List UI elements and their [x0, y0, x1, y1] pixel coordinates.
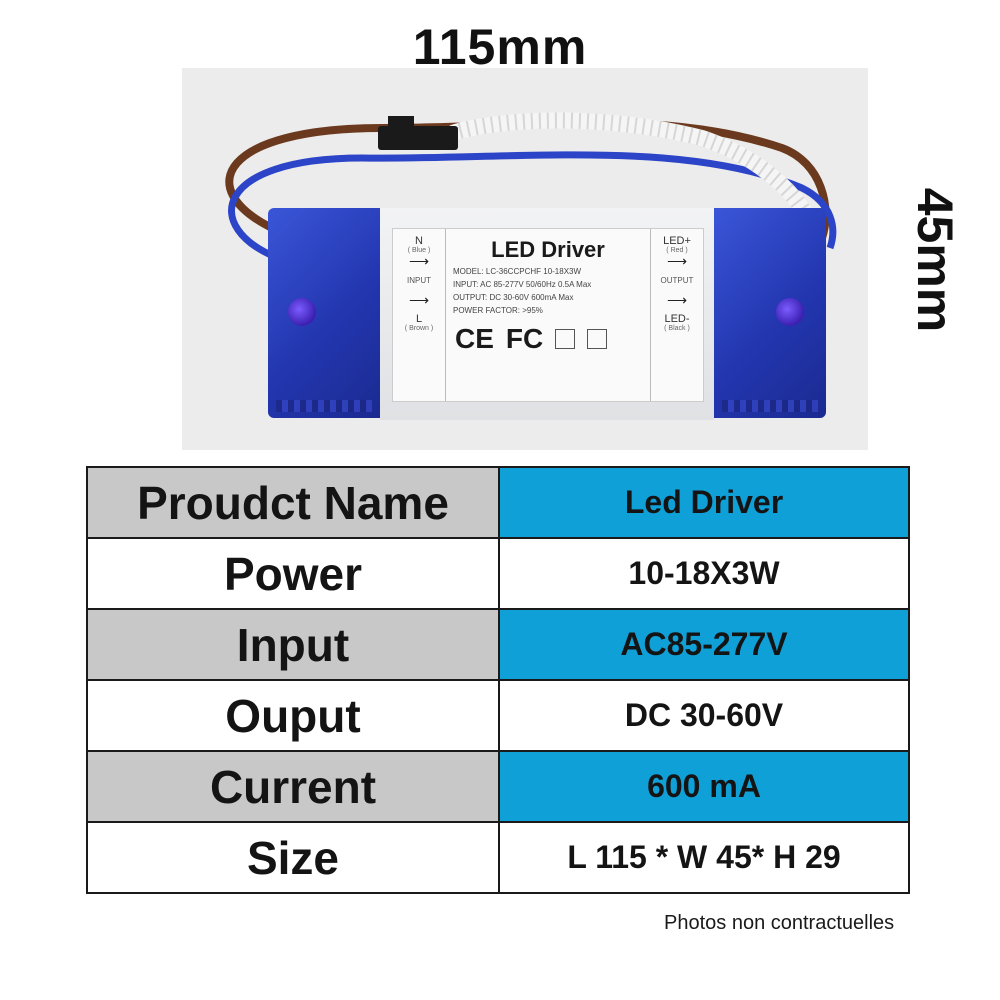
label-title: LED Driver [491, 237, 605, 262]
driver-label-panel: N ( Blue ) ⟶ INPUT ⟶ L ( Brown ) LED Dri… [380, 208, 714, 420]
housing-right-cap [714, 208, 826, 418]
spec-key: Size [86, 821, 500, 894]
output-section-label: OUTPUT [660, 276, 694, 285]
spec-value: 600 mA [498, 750, 910, 823]
output-terminal-column: LED+ ( Red ) ⟶ OUTPUT ⟶ LED- ( Black ) [650, 229, 703, 401]
certification-marks: CE FC [455, 323, 647, 355]
cables-icon [225, 112, 837, 262]
product-photo: N ( Blue ) ⟶ INPUT ⟶ L ( Brown ) LED Dri… [182, 68, 868, 450]
table-row: Input AC85-277V [86, 608, 910, 681]
l-terminal-label: L [415, 313, 423, 325]
n-terminal-color: ( Blue ) [407, 247, 431, 254]
safety-mark-icon [555, 329, 576, 349]
label-output: OUTPUT: DC 30-60V 600mA Max [453, 293, 574, 302]
led-negative-color: ( Black ) [664, 325, 690, 332]
housing-left-cap [268, 208, 380, 418]
spec-key: Ouput [86, 679, 500, 752]
spec-key: Power [86, 537, 500, 610]
table-row: Power 10-18X3W [86, 537, 910, 610]
input-terminal-column: N ( Blue ) ⟶ INPUT ⟶ L ( Brown ) [393, 229, 446, 401]
disclaimer-text: Photos non contractuelles [664, 912, 895, 934]
fcc-mark-icon: FC [505, 323, 544, 354]
spec-key: Current [86, 750, 500, 823]
height-dimension-label: 45mm [907, 165, 963, 355]
input-section-label: INPUT [407, 276, 431, 285]
spec-value: DC 30-60V [498, 679, 910, 752]
label-power-factor: POWER FACTOR: >95% [453, 306, 543, 315]
arrow-right-icon: ⟶ [666, 253, 688, 269]
spec-table: Proudct Name Led Driver Power 10-18X3W I… [86, 466, 910, 894]
l-terminal-color: ( Brown ) [404, 325, 434, 332]
spec-key: Proudct Name [86, 466, 500, 539]
spec-key: Input [86, 608, 500, 681]
label-input: INPUT: AC 85-277V 50/60Hz 0.5A Max [453, 280, 592, 289]
screw-icon [288, 298, 316, 326]
led-positive-label: LED+ [663, 235, 691, 247]
spec-value: AC85-277V [498, 608, 910, 681]
label-model: MODEL: LC-36CCPCHF 10-18X3W [453, 267, 582, 276]
table-row: Current 600 mA [86, 750, 910, 823]
table-row: Proudct Name Led Driver [86, 466, 910, 539]
spec-value: L 115 * W 45* H 29 [498, 821, 910, 894]
arrow-right-icon: ⟶ [666, 292, 688, 308]
spec-value: 10-18X3W [498, 537, 910, 610]
table-row: Size L 115 * W 45* H 29 [86, 821, 910, 894]
led-negative-label: LED- [664, 313, 690, 325]
height-dimension-text: 45mm [907, 187, 963, 333]
spec-value: Led Driver [498, 466, 910, 539]
table-row: Ouput DC 30-60V [86, 679, 910, 752]
n-terminal-label: N [415, 235, 423, 247]
ce-mark-icon: CE [455, 323, 494, 354]
width-dimension-label: 115mm [412, 19, 588, 75]
arrow-right-icon: ⟶ [408, 253, 430, 269]
arrow-right-icon: ⟶ [408, 292, 430, 308]
screw-icon [776, 298, 804, 326]
led-positive-color: ( Red ) [666, 247, 688, 254]
weee-bin-icon [587, 329, 608, 349]
